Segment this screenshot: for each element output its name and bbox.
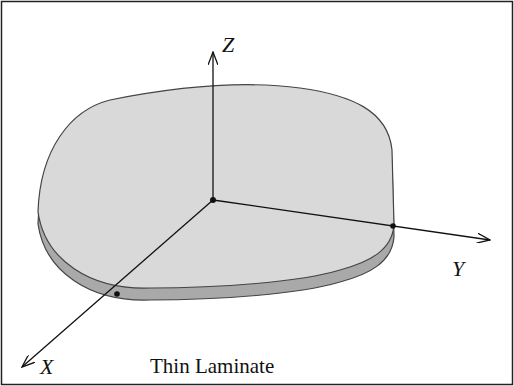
x-edge-dot bbox=[114, 291, 120, 297]
axis-label: Z bbox=[222, 34, 234, 56]
laminate-top-face bbox=[38, 85, 394, 288]
y-axis bbox=[213, 200, 490, 240]
z-axis bbox=[212, 52, 213, 200]
y-edge-dot bbox=[390, 223, 396, 229]
figure-caption-label: Thin Laminate bbox=[150, 356, 274, 377]
origin-dot bbox=[210, 197, 216, 203]
axis-label: Y bbox=[452, 258, 464, 280]
axis-label: X bbox=[40, 356, 53, 378]
x-axis bbox=[22, 200, 213, 367]
